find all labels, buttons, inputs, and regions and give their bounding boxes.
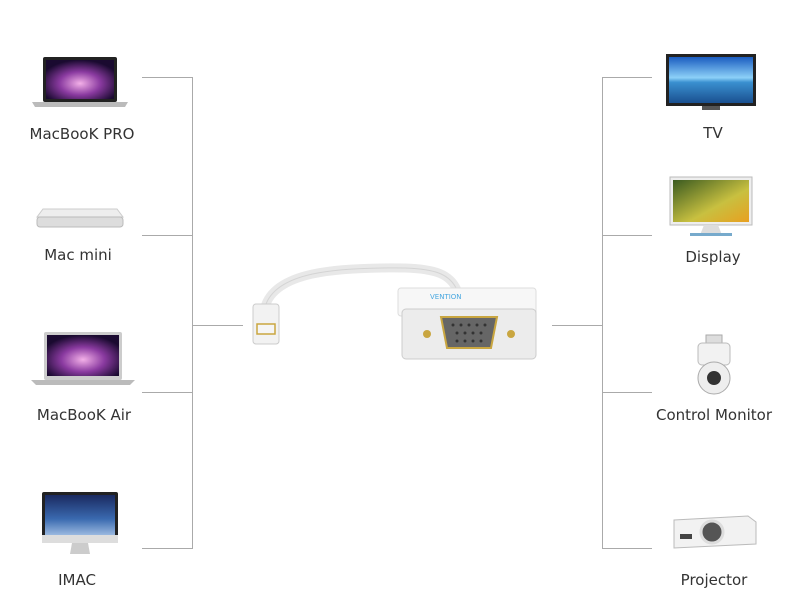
target-label-control-monitor: Control Monitor (655, 406, 772, 424)
source-label-macbook-air: MacBooK Air (36, 406, 132, 424)
source-label-imac: IMAC (58, 571, 96, 589)
mac-mini-icon (36, 208, 124, 228)
macbook-air-icon (31, 332, 135, 385)
projector-icon (673, 515, 757, 549)
dome-camera-icon (697, 334, 731, 395)
mini-displayport-to-vga-adapter-icon: VENTION (252, 263, 537, 360)
source-label-macbook-pro: MacBooK PRO (29, 125, 135, 143)
tv-icon (666, 54, 756, 110)
svg-text:VENTION: VENTION (430, 293, 462, 301)
target-label-projector: Projector (680, 571, 748, 589)
display-icon (669, 176, 753, 236)
source-label-mac-mini: Mac mini (44, 246, 112, 264)
target-label-display: Display (685, 248, 741, 266)
imac-icon (42, 492, 118, 554)
target-label-tv: TV (703, 124, 723, 142)
macbook-pro-icon (32, 57, 128, 107)
